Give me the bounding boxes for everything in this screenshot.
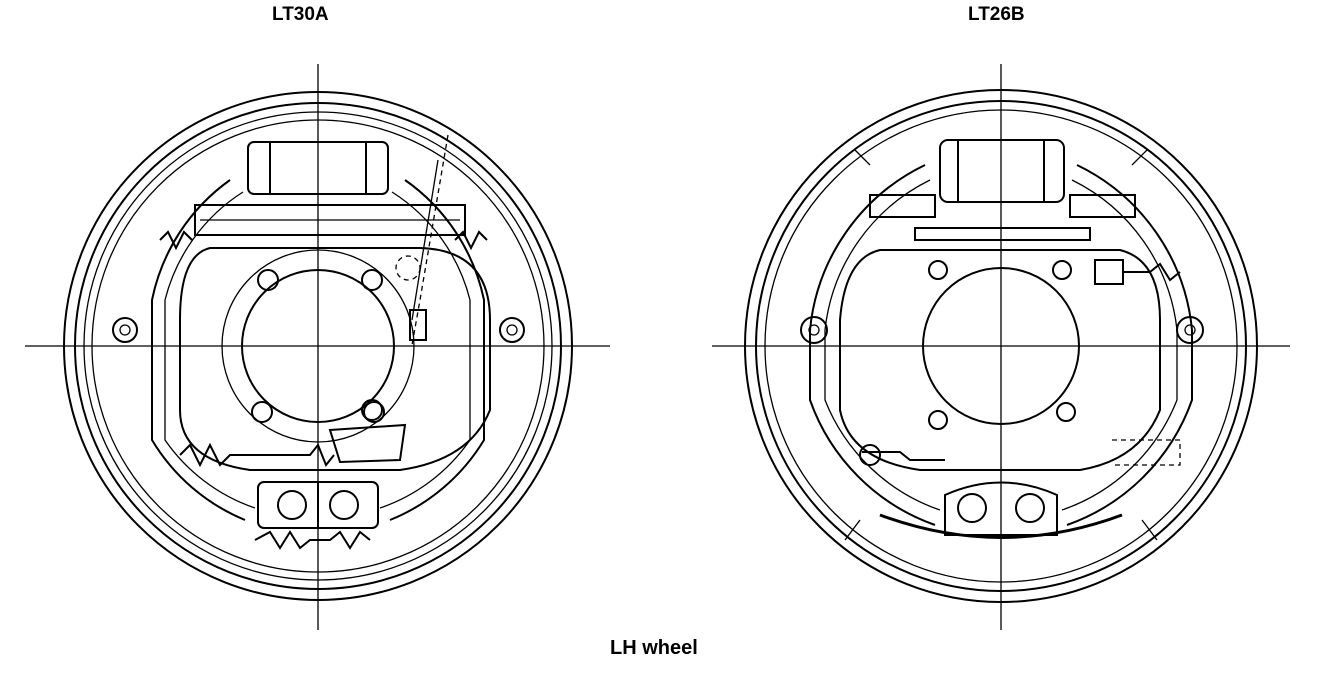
cable-fitting-left	[409, 309, 427, 341]
trailing-shoe-right	[1066, 164, 1193, 526]
drum-ring-right	[755, 100, 1247, 592]
wheel-cylinder-left	[247, 141, 389, 195]
adjuster-lever-left	[328, 423, 407, 464]
drum-outer-ring-right	[744, 89, 1258, 603]
caption: LH wheel	[610, 637, 698, 659]
bolt-hole-right-4	[1056, 402, 1076, 422]
trailing-shoe-left	[389, 179, 485, 521]
lower-return-spring-left	[179, 442, 335, 468]
hold-down-pin-left-2	[499, 317, 525, 343]
leading-shoe-lining-left	[164, 191, 256, 509]
lower-spring-right	[862, 451, 945, 461]
drum-outer-ring-left	[63, 91, 573, 601]
strut-right	[914, 227, 1091, 241]
bolt-hole-right-3	[928, 410, 948, 430]
bolt-hole-right-1	[928, 260, 948, 280]
shoe-adjuster-left	[194, 204, 466, 236]
hold-down-pin-left-1	[112, 317, 138, 343]
leading-shoe-left	[151, 179, 246, 521]
hub-flange-left	[221, 249, 415, 443]
wheel-cylinder-right	[939, 139, 1065, 203]
bolt-hole-left-2	[361, 269, 383, 291]
adjuster-right-part-right	[1069, 194, 1136, 218]
leading-shoe-lining-right	[824, 179, 941, 511]
hold-down-pin-right-2	[1176, 316, 1204, 344]
adjuster-left-part-right	[869, 194, 936, 218]
backing-plate-left	[179, 247, 491, 471]
leading-shoe-right	[809, 164, 936, 526]
adjuster-mechanism-right	[1094, 259, 1124, 285]
anchor-spring-left	[254, 530, 371, 550]
backing-plate-right	[839, 249, 1161, 471]
parking-cable-left	[411, 134, 449, 346]
drum-inner-ring-left	[83, 111, 553, 581]
brake-assembly-right	[712, 64, 1290, 630]
bolt-hole-left-3	[251, 401, 273, 423]
trailing-shoe-lining-left	[379, 191, 471, 509]
anchor-spring-right	[879, 513, 1123, 539]
hold-down-pin-right-1	[800, 316, 828, 344]
anchor-block-right	[944, 481, 1058, 536]
hub-left	[241, 269, 395, 423]
drum-inner-ring-right	[764, 109, 1238, 583]
bolt-hole-right-2	[1052, 260, 1072, 280]
right-diagram-label: LT26B	[968, 4, 1025, 25]
bolt-hole-left-1	[257, 269, 279, 291]
adjuster-pivot-left	[361, 399, 383, 421]
hub-right	[922, 267, 1080, 425]
bolt-hole-left-4	[363, 401, 385, 423]
drum-ring-left	[74, 102, 562, 590]
left-diagram-label: LT30A	[272, 4, 329, 25]
backing-plate-rim-left	[91, 119, 545, 573]
brake-assembly-left	[25, 64, 610, 630]
